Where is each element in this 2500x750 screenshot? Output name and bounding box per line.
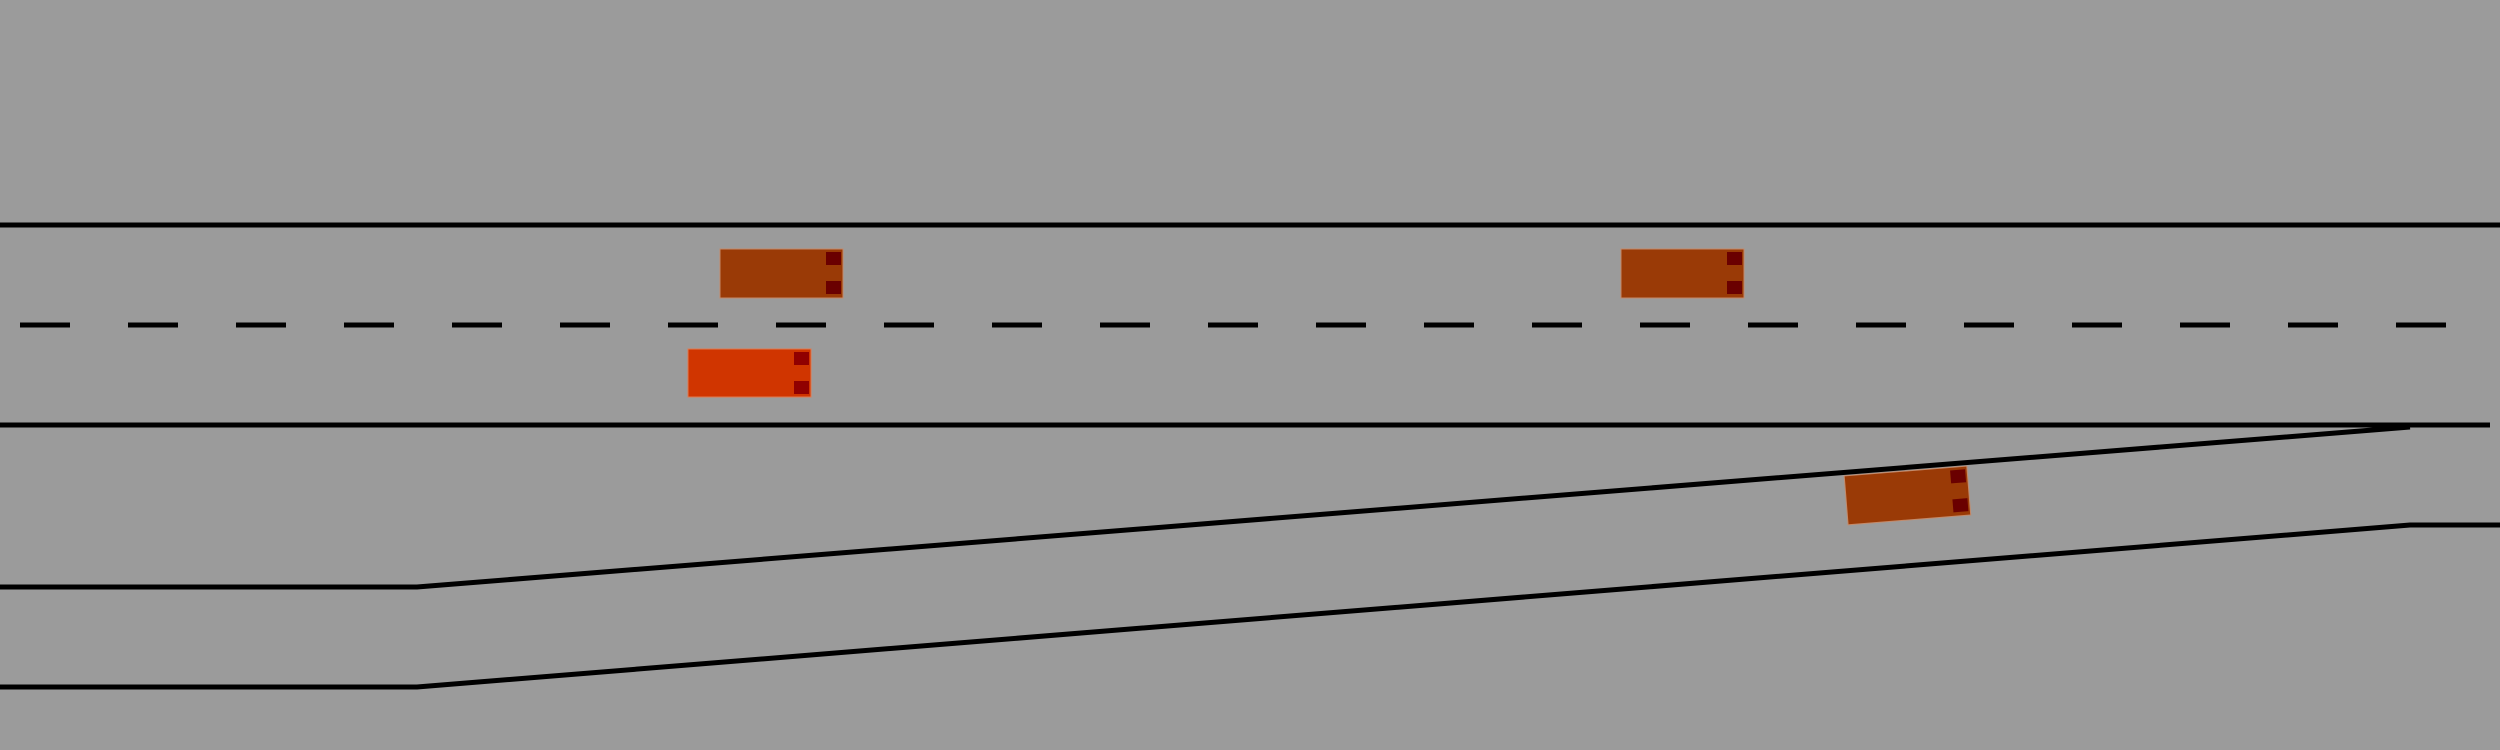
- vehicle-rear-light-icon: [1727, 252, 1742, 265]
- vehicle-body: [1620, 248, 1745, 299]
- vehicle-rear-light-icon: [794, 381, 809, 394]
- vehicle-body: [1843, 465, 1972, 526]
- vehicle-car-on-ramp: [1843, 465, 1972, 526]
- ramp-lower-edge-line: [0, 522, 2500, 690]
- vehicle-car: [719, 248, 844, 299]
- vehicle-body: [719, 248, 844, 299]
- vehicle-rear-light-icon: [1727, 281, 1742, 294]
- vehicle-rear-light-icon: [826, 252, 841, 265]
- vehicle-rear-light-icon: [794, 352, 809, 365]
- vehicle-car: [1620, 248, 1745, 299]
- vehicle-body: [687, 348, 812, 398]
- ramp-upper-edge-line: [0, 424, 2411, 590]
- vehicle-rear-light-icon: [826, 281, 841, 294]
- vehicle-rear-light-icon: [1950, 469, 1967, 484]
- ego-vehicle-car: [687, 348, 812, 398]
- vehicle-rear-light-icon: [1952, 498, 1969, 513]
